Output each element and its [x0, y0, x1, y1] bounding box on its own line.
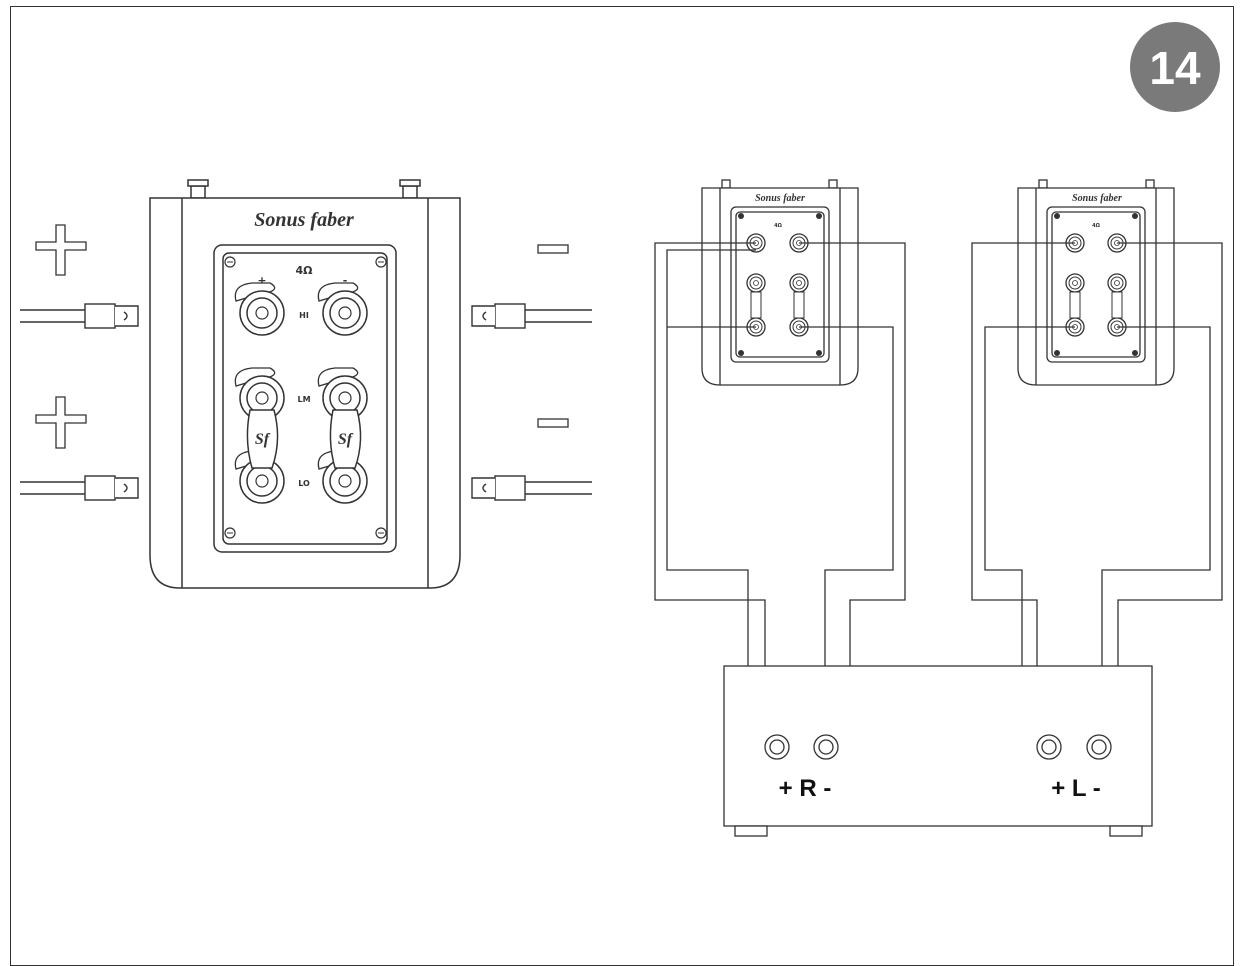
amplifier-right-channel-label: + R -: [779, 775, 832, 802]
detail-strap-logo-right: Sf: [338, 431, 354, 448]
speaker-right-impedance-label: 4Ω: [774, 223, 782, 229]
detail-brand-logo: Sonus faber: [254, 209, 354, 231]
spade-cables: [20, 303, 592, 501]
detail-row-label-hi: HI: [299, 311, 309, 320]
speaker-right-posts: [738, 213, 822, 356]
detail-strap-logo-left: Sf: [255, 431, 271, 448]
amplifier-left-channel-label: + L -: [1051, 775, 1101, 802]
amplifier-output-jacks: [764, 734, 1112, 760]
detail-row-label-lo: LO: [298, 479, 310, 488]
detail-impedance-label: 4Ω: [295, 264, 313, 277]
figure-number: 14: [1149, 42, 1201, 94]
detail-row-label-lm: LM: [297, 395, 310, 404]
plus-sign-icon: [35, 224, 87, 449]
figure-number-badge: [1130, 22, 1220, 112]
detail-plus-terminal-label: +: [257, 274, 266, 287]
speaker-right-channel: [701, 179, 859, 386]
minus-sign-icon: [537, 244, 569, 428]
terminal-panel-detail: [149, 179, 461, 589]
speaker-left-channel: [1017, 179, 1175, 386]
speaker-left-impedance-label: 4Ω: [1092, 223, 1100, 229]
detail-jumper-straps: [246, 409, 362, 469]
detail-minus-terminal-label: -: [343, 274, 348, 287]
amplifier: [723, 665, 1153, 837]
speaker-left-posts: [1054, 213, 1138, 356]
speaker-right-brand-logo: Sonus faber: [755, 193, 805, 204]
speaker-left-brand-logo: Sonus faber: [1072, 193, 1122, 204]
